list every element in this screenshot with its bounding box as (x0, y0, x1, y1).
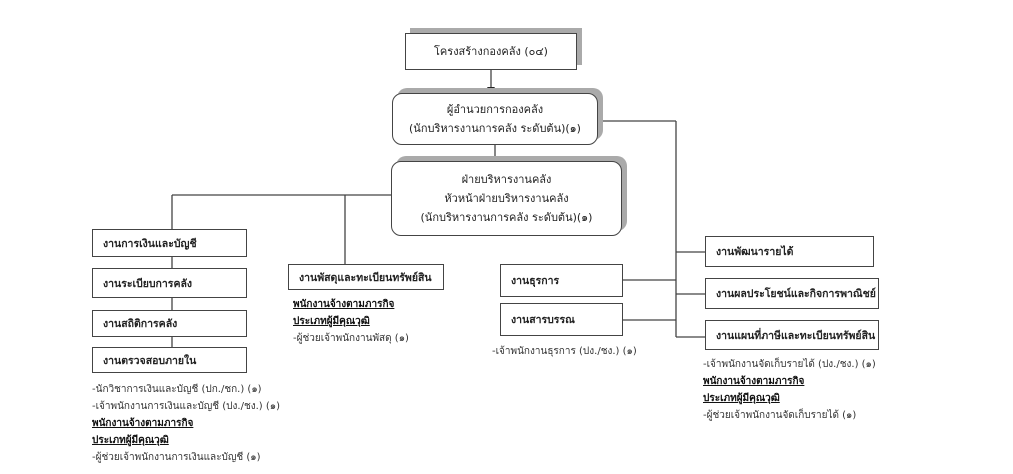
unit-box: งานผลประโยชน์และกิจการพาณิชย์ (705, 278, 879, 309)
director-box: ผู้อำนวยการกองคลัง (นักบริหารงานการคลัง … (392, 93, 598, 145)
unit-box: งานธุรการ (500, 264, 623, 297)
staff-line: -ผู้ช่วยเจ้าพนักงานพัสดุ (๑) (293, 333, 409, 344)
staff-line: -เจ้าพนักงานธุรการ (ปง./ชง.) (๑) (492, 346, 637, 357)
unit-label: งานสารบรรณ (511, 314, 575, 326)
unit-box: งานสถิติการคลัง (92, 310, 247, 337)
supply-staff-note: พนักงานจ้างตามภารกิจ ประเภทผู้มีคุณวุฒิ … (293, 296, 409, 347)
staff-heading: ประเภทผู้มีคุณวุฒิ (293, 316, 370, 327)
staff-heading: พนักงานจ้างตามภารกิจ (293, 299, 395, 310)
director-title: ผู้อำนวยการกองคลัง (446, 103, 544, 116)
staff-heading: พนักงานจ้างตามภารกิจ (703, 376, 805, 387)
staff-line: -ผู้ช่วยเจ้าพนักงานการเงินและบัญชี (๑) (92, 452, 261, 463)
unit-label: งานพัสดุและทะเบียนทรัพย์สิน (299, 271, 432, 284)
division-box: ฝ่ายบริหารงานคลัง หัวหน้าฝ่ายบริหารงานคล… (391, 161, 622, 236)
unit-box: งานแผนที่ภาษีและทะเบียนทรัพย์สิน (705, 320, 879, 350)
unit-label: งานสถิติการคลัง (103, 318, 178, 330)
left-staff-note: -นักวิชาการเงินและบัญชี (ปก./ชก.) (๑) -เ… (92, 381, 280, 466)
unit-box: งานการเงินและบัญชี (92, 229, 247, 257)
unit-box: งานตรวจสอบภายใน (92, 347, 247, 373)
staff-line: -เจ้าพนักงานจัดเก็บรายได้ (ปง./ชง.) (๑) (703, 359, 876, 370)
unit-box: งานสารบรรณ (500, 303, 623, 336)
title-box: โครงสร้างกองคลัง (๐๔) (405, 33, 577, 70)
staff-line: -นักวิชาการเงินและบัญชี (ปก./ชก.) (๑) (92, 384, 262, 395)
staff-line: -ผู้ช่วยเจ้าพนักงานจัดเก็บรายได้ (๑) (703, 410, 857, 421)
unit-label: งานพัฒนารายได้ (716, 246, 794, 258)
unit-label: งานแผนที่ภาษีและทะเบียนทรัพย์สิน (716, 329, 876, 342)
staff-heading: ประเภทผู้มีคุณวุฒิ (92, 435, 169, 446)
unit-box: งานพัสดุและทะเบียนทรัพย์สิน (288, 264, 444, 290)
staff-heading: พนักงานจ้างตามภารกิจ (92, 418, 194, 429)
division-head: หัวหน้าฝ่ายบริหารงานคลัง (444, 192, 569, 205)
staff-line: -เจ้าพนักงานการเงินและบัญชี (ปง./ชง.) (๑… (92, 401, 281, 412)
division-position: (นักบริหารงานการคลัง ระดับต้น)(๑) (420, 211, 593, 224)
unit-box: งานพัฒนารายได้ (705, 236, 874, 267)
division-name: ฝ่ายบริหารงานคลัง (461, 173, 552, 186)
unit-label: งานระเบียบการคลัง (103, 277, 193, 290)
director-position: (นักบริหารงานการคลัง ระดับต้น)(๑) (409, 122, 581, 135)
staff-heading: ประเภทผู้มีคุณวุฒิ (703, 393, 780, 404)
unit-label: งานตรวจสอบภายใน (103, 354, 197, 367)
unit-label: งานธุรการ (511, 275, 560, 287)
unit-box: งานระเบียบการคลัง (92, 268, 247, 298)
admin-staff-note: -เจ้าพนักงานธุรการ (ปง./ชง.) (๑) (492, 343, 637, 360)
chart-title: โครงสร้างกองคลัง (๐๔) (434, 45, 548, 58)
revenue-staff-note: -เจ้าพนักงานจัดเก็บรายได้ (ปง./ชง.) (๑) … (703, 356, 876, 424)
unit-label: งานการเงินและบัญชี (103, 237, 197, 250)
unit-label: งานผลประโยชน์และกิจการพาณิชย์ (716, 288, 876, 300)
